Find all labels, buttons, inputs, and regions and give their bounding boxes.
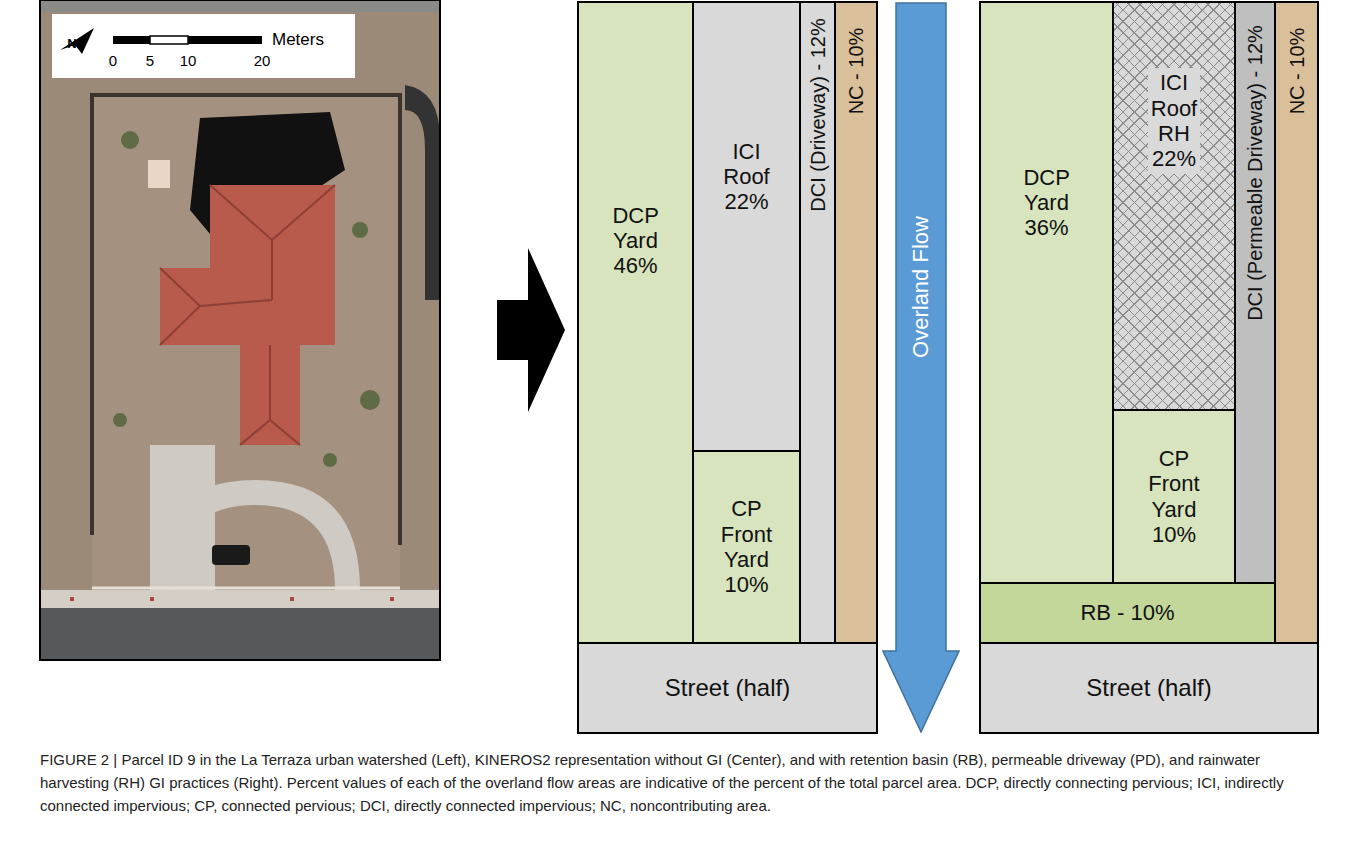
area-label: NC - 10% xyxy=(1286,28,1308,115)
scale-segment xyxy=(188,36,262,44)
impervious-strip: DCI (Driveway) - 12% xyxy=(800,2,835,643)
lot-gravel xyxy=(92,95,400,588)
shrub xyxy=(360,390,380,410)
photo-frame xyxy=(40,0,440,660)
photo-ground xyxy=(40,0,440,660)
yard-wall xyxy=(92,95,400,545)
sidewalk-mark xyxy=(290,597,294,601)
permeable-driveway-strip: DCI (Permeable Driveway) - 12% xyxy=(1235,2,1275,583)
transform-arrow xyxy=(497,248,565,412)
street-box: Street (half) xyxy=(980,643,1318,733)
car xyxy=(212,545,250,565)
area-label: NC - 10% xyxy=(845,28,867,115)
roof-ridges xyxy=(160,185,335,445)
area-label: ICI Roof 22% xyxy=(723,139,769,215)
pervious-area-box: DCP Yard 46% xyxy=(578,2,693,643)
area-label: DCI (Permeable Driveway) - 12% xyxy=(1244,25,1266,321)
area-label: ICI Roof RH 22% xyxy=(1148,68,1200,173)
north-letter: N xyxy=(67,37,76,51)
noncontributing-strip: NC - 10% xyxy=(1275,2,1318,643)
street-box: Street (half) xyxy=(578,643,877,733)
sidewalk-mark xyxy=(70,597,74,601)
scale-number: 0 xyxy=(109,53,117,70)
scale-number: 5 xyxy=(146,53,154,70)
overland-flow-arrow: Overland Flow xyxy=(882,2,960,733)
sidewalk-mark xyxy=(150,597,154,601)
scale-segment xyxy=(150,36,188,44)
figure-caption: FIGURE 2 | Parcel ID 9 in the La Terraza… xyxy=(40,751,1284,814)
caption-block: FIGURE 2 | Parcel ID 9 in the La Terraza… xyxy=(40,748,1320,817)
scale-ground xyxy=(52,14,355,78)
area-label: Street (half) xyxy=(665,674,790,702)
scale-segment xyxy=(113,36,150,44)
sidewalk-mark xyxy=(390,597,394,601)
pervious-area-box: CP Front Yard 10% xyxy=(1113,410,1235,583)
arrow-body xyxy=(883,3,959,732)
neighbor-drive xyxy=(405,85,440,300)
shrub xyxy=(121,131,139,149)
flow-label: Overland Flow xyxy=(909,216,933,358)
area-label: Street (half) xyxy=(1086,674,1211,702)
shrub xyxy=(323,453,337,467)
neighbor-strip xyxy=(40,0,440,12)
circular-drive xyxy=(150,480,360,590)
shrub xyxy=(352,222,368,238)
area-label: DCP Yard 46% xyxy=(612,203,658,279)
rainwater-harvesting-roof-box: ICI Roof RH 22% xyxy=(1113,2,1235,410)
scale-box xyxy=(52,14,355,78)
right-frame xyxy=(980,2,1318,733)
noncontributing-strip: NC - 10% xyxy=(835,2,877,643)
scale-number: 20 xyxy=(254,53,271,70)
pervious-area-box: DCP Yard 36% xyxy=(980,2,1113,583)
area-label: RB - 10% xyxy=(1080,600,1174,625)
aerial-photo xyxy=(40,0,440,660)
north-arrow xyxy=(60,28,94,54)
scale-unit: Meters xyxy=(272,31,324,50)
sidewalk xyxy=(40,590,440,608)
house-roof xyxy=(160,185,335,445)
area-label: CP Front Yard 10% xyxy=(1148,446,1199,547)
area-label: DCI (Driveway) - 12% xyxy=(807,18,829,211)
area-label: CP Front Yard 10% xyxy=(721,496,772,597)
scale-number: 10 xyxy=(180,53,197,70)
area-label: DCP Yard 36% xyxy=(1023,165,1069,241)
pervious-area-box: CP Front Yard 10% xyxy=(693,451,800,643)
front-wall xyxy=(92,587,400,590)
shrub xyxy=(113,413,127,427)
street xyxy=(40,608,440,660)
arrow-shape xyxy=(882,2,960,733)
shed xyxy=(148,160,170,188)
center-frame xyxy=(578,2,877,733)
retention-basin-box: RB - 10% xyxy=(980,583,1275,643)
impervious-area-box: ICI Roof 22% xyxy=(693,2,800,451)
